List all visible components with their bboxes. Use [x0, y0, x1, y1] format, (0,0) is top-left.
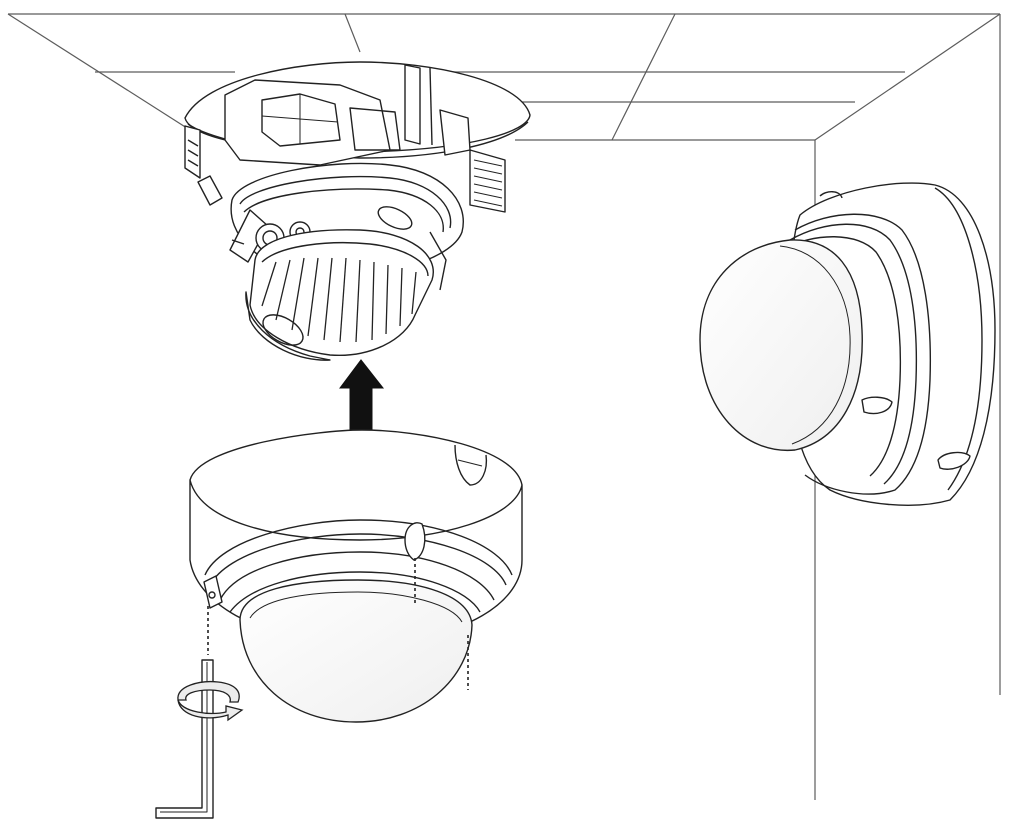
camera-mechanism-icon [184, 61, 531, 361]
rotate-icon [177, 680, 244, 722]
wall-camera-icon [699, 182, 996, 506]
dome-cover-icon [189, 429, 523, 723]
arrow-up-icon [339, 359, 385, 443]
hex-key-icon [155, 659, 214, 819]
ceiling-grid-icon [7, 13, 1001, 141]
dotted-guide-lines [207, 558, 469, 690]
